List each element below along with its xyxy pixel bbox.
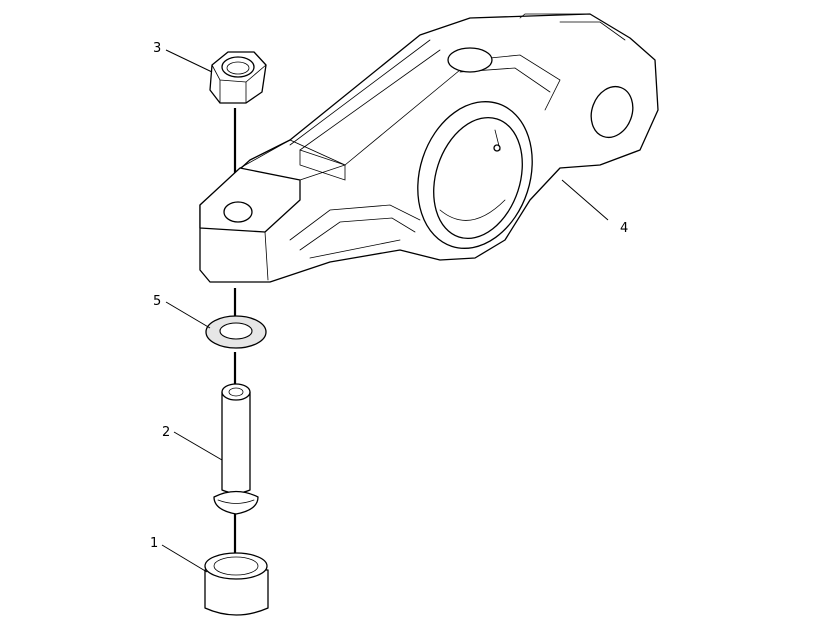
- callout-1: 1: [150, 536, 158, 551]
- callout-2: 2: [162, 425, 170, 440]
- callout-3: 3: [153, 41, 161, 56]
- cup-part-1: [204, 552, 269, 616]
- hex-nut-part-3: [209, 51, 267, 104]
- washer-part-5: [205, 315, 267, 349]
- callout-5: 5: [153, 294, 161, 309]
- pushrod-part-2: [213, 383, 259, 515]
- rocker-arm-part-4: [199, 13, 659, 283]
- callout-leaders: [161, 49, 609, 573]
- callout-4: 4: [620, 221, 628, 236]
